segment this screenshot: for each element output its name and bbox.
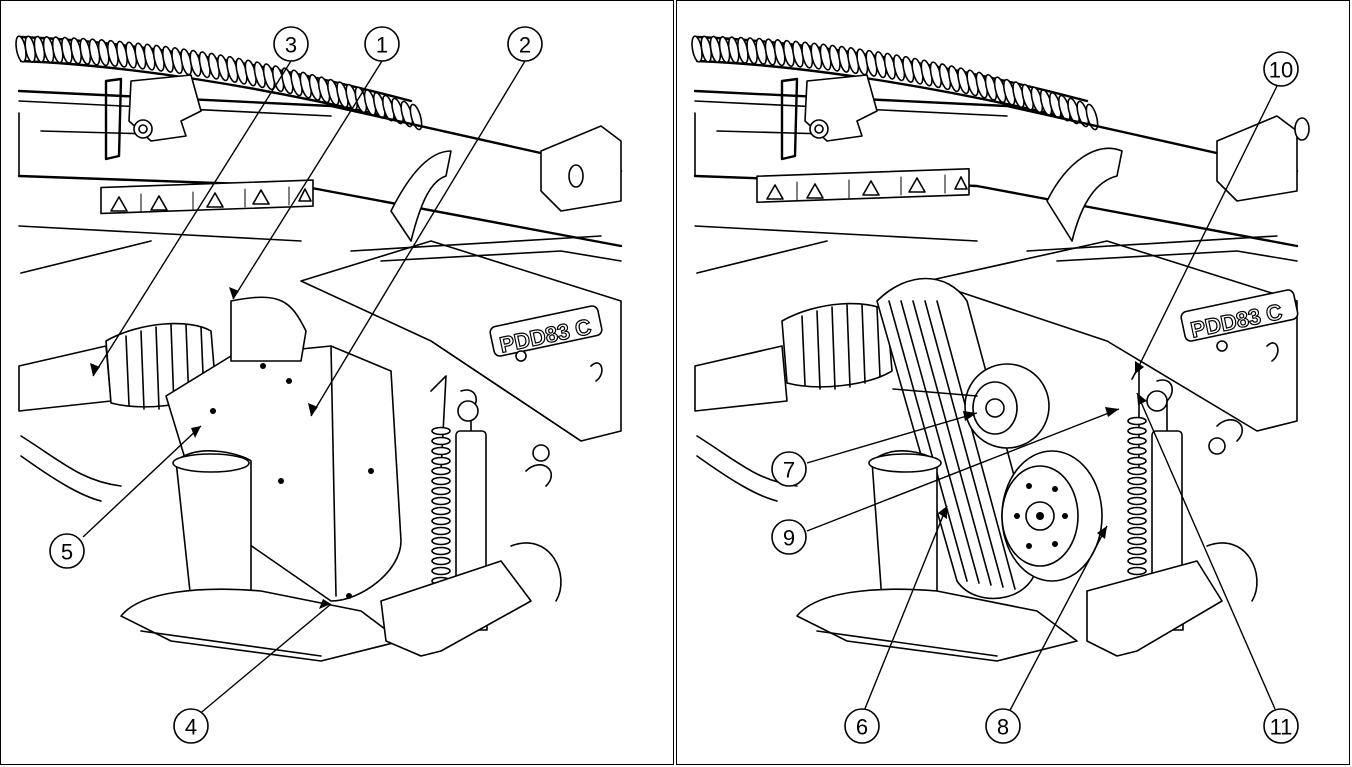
leader-7 <box>806 412 978 464</box>
gearbox-housing <box>868 450 942 602</box>
callout-6: 6 <box>844 708 880 744</box>
svg-text:9: 9 <box>783 526 795 551</box>
gearbox-housing <box>172 450 252 602</box>
leader-3 <box>92 60 292 377</box>
callout-5: 5 <box>49 533 85 569</box>
callout-10: 10 <box>1263 51 1299 87</box>
warning-decals <box>756 168 970 204</box>
svg-text:7: 7 <box>783 458 795 483</box>
cutter-bar <box>796 419 1258 662</box>
callout-11: 11 <box>1263 708 1299 744</box>
left-illustration: PDD83 C <box>15 26 623 744</box>
leader-4 <box>190 603 332 722</box>
right-panel: PDD83 C <box>676 0 1350 765</box>
svg-text:1: 1 <box>376 33 388 58</box>
drive-pulley <box>1001 450 1103 582</box>
svg-text:3: 3 <box>285 33 297 58</box>
svg-text:11: 11 <box>1270 715 1293 740</box>
leader-2 <box>310 60 526 417</box>
svg-text:5: 5 <box>61 540 73 565</box>
cutter-bar <box>120 444 562 662</box>
coil-spring <box>15 35 423 131</box>
frame-beam <box>17 89 623 274</box>
coil-spring <box>691 35 1099 131</box>
leader-10 <box>1134 85 1278 375</box>
svg-text:6: 6 <box>856 715 868 740</box>
hitch-bracket <box>104 74 202 161</box>
callout-8: 8 <box>985 708 1021 744</box>
warning-decals <box>100 179 314 215</box>
callout-7: 7 <box>771 451 807 487</box>
svg-text:10: 10 <box>1269 58 1293 83</box>
hitch-bracket <box>780 74 878 161</box>
left-panel: PDD83 C <box>0 0 674 765</box>
right-illustration: PDD83 C <box>691 35 1310 744</box>
leader-5 <box>82 425 202 538</box>
mower-header: PDD83 C <box>926 115 1310 432</box>
leader-8 <box>1006 525 1108 717</box>
leader-6 <box>861 505 948 717</box>
mower-header: PDD83 C <box>300 125 622 442</box>
belt-guard-cover <box>165 296 402 602</box>
pto-shaft <box>18 322 217 502</box>
svg-text:8: 8 <box>997 715 1009 740</box>
idler-pulley <box>892 363 1050 449</box>
callout-9: 9 <box>771 519 807 555</box>
callout-2: 2 <box>507 26 543 62</box>
leader-9 <box>806 408 1120 532</box>
drive-belts <box>876 277 1038 600</box>
svg-text:4: 4 <box>185 715 197 740</box>
callout-1: 1 <box>364 26 400 62</box>
callout-3: 3 <box>273 26 309 62</box>
svg-text:2: 2 <box>519 33 531 58</box>
leader-1 <box>232 60 383 300</box>
leader-11 <box>1136 392 1276 710</box>
callout-4: 4 <box>173 708 209 744</box>
